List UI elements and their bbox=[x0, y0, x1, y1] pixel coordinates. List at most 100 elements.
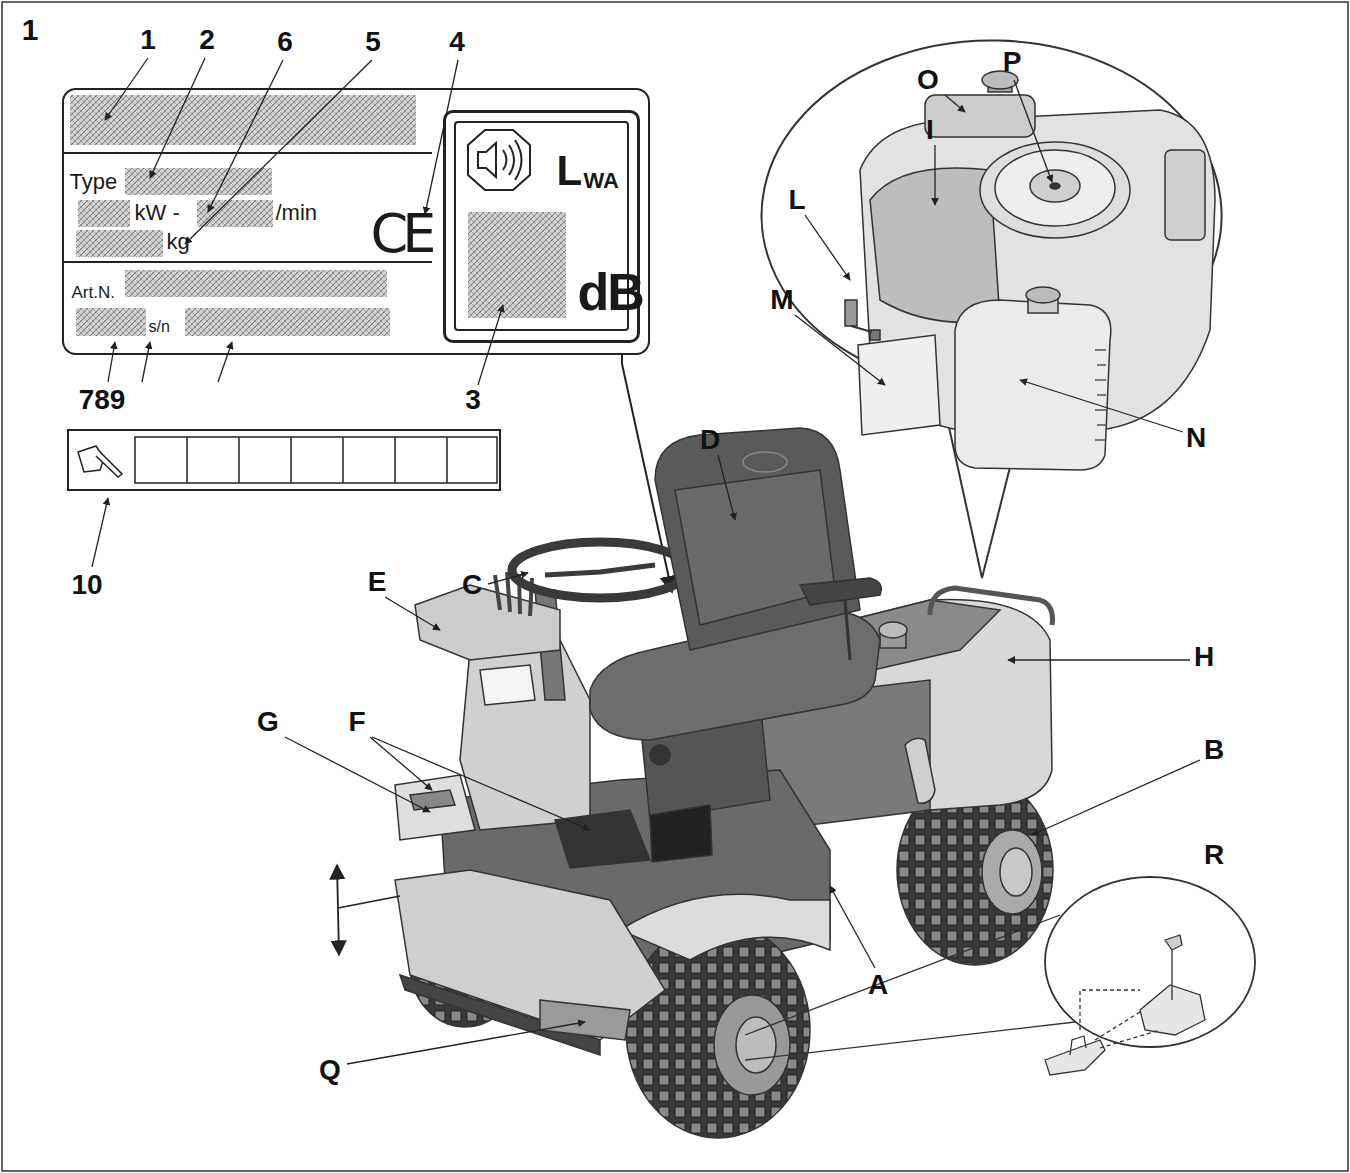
accessory-holder bbox=[395, 775, 475, 840]
connector bbox=[845, 300, 857, 326]
armrest-support bbox=[845, 600, 850, 660]
part-letter: B bbox=[1204, 736, 1224, 764]
part-letter: D bbox=[700, 426, 720, 454]
adjust-arrow bbox=[337, 865, 339, 955]
placeholder-field bbox=[197, 200, 273, 227]
part-letter: G bbox=[257, 708, 279, 736]
detail-lines bbox=[745, 915, 1075, 1060]
field-label: Art.N. bbox=[72, 284, 115, 301]
callout-number: 2 bbox=[199, 26, 215, 54]
leader-line bbox=[92, 498, 108, 567]
leader-line bbox=[805, 215, 850, 280]
signature-box bbox=[68, 430, 500, 490]
part-letter: O bbox=[917, 66, 939, 94]
signature-cells bbox=[135, 437, 497, 483]
battery bbox=[858, 335, 940, 435]
front-wheel bbox=[626, 922, 810, 1138]
field-label: Type bbox=[70, 171, 118, 193]
level-marks bbox=[1095, 350, 1106, 440]
air-filter bbox=[980, 142, 1130, 238]
leader-line bbox=[488, 573, 528, 584]
plate-leaders bbox=[92, 58, 672, 592]
signature-frame bbox=[68, 430, 500, 490]
mower-illustration bbox=[395, 428, 1053, 1138]
leader-line bbox=[934, 145, 935, 205]
battery-cable bbox=[851, 326, 872, 332]
seat-cover bbox=[650, 805, 712, 862]
bottle-cap bbox=[1026, 287, 1060, 303]
wheel-hub-center bbox=[1000, 848, 1032, 896]
placeholder-field bbox=[76, 230, 163, 257]
filter-ring bbox=[995, 150, 1115, 226]
hitch-pin bbox=[1165, 935, 1182, 1000]
rating-plate: TypekW -/minkgArt.N.s/nCELWAdB bbox=[62, 88, 650, 355]
leader-line bbox=[1020, 380, 1183, 432]
detail-circle bbox=[1045, 877, 1255, 1047]
seat-logo bbox=[743, 452, 787, 472]
leader-line bbox=[218, 342, 232, 382]
part-letter: P bbox=[1003, 48, 1022, 76]
armrest bbox=[800, 578, 881, 605]
wheel-spoke bbox=[545, 565, 655, 575]
speaker-icon bbox=[478, 143, 496, 177]
leader-line bbox=[1032, 760, 1200, 835]
front-fender bbox=[620, 894, 830, 960]
ce-mark: CE bbox=[371, 207, 431, 261]
separator-line bbox=[62, 261, 432, 263]
figure-number: 1 bbox=[22, 15, 39, 45]
placeholder-field bbox=[76, 308, 146, 336]
wheel-hub bbox=[714, 995, 790, 1095]
steering-wheel bbox=[512, 542, 688, 598]
callout-number: 1 bbox=[140, 26, 156, 54]
leader-line bbox=[347, 1022, 585, 1064]
part-letter: I bbox=[926, 116, 934, 144]
leader-line bbox=[718, 455, 735, 520]
callout-number: 789 bbox=[79, 386, 126, 414]
callout-number: 3 bbox=[465, 386, 481, 414]
unit-label: kW - bbox=[135, 202, 180, 224]
part-letter: L bbox=[788, 186, 805, 214]
part-letter: F bbox=[348, 708, 365, 736]
part-letter: Q bbox=[319, 1056, 341, 1084]
noise-unit: dB bbox=[578, 266, 643, 318]
leader-line bbox=[108, 342, 115, 382]
adjust-line bbox=[338, 896, 400, 908]
floor-mat bbox=[555, 810, 650, 868]
placeholder-field bbox=[185, 308, 390, 336]
hitch-detail bbox=[745, 877, 1255, 1075]
part-leaders bbox=[285, 80, 1200, 1064]
sound-waves bbox=[503, 140, 522, 180]
leader-line bbox=[372, 737, 590, 830]
leader-line bbox=[795, 315, 885, 385]
fuel-cap bbox=[879, 622, 907, 638]
placeholder-field bbox=[125, 270, 387, 297]
placeholder-field bbox=[70, 95, 416, 145]
cell-dividers bbox=[187, 437, 447, 483]
field-label: s/n bbox=[149, 319, 170, 335]
wheel-hub bbox=[982, 830, 1042, 914]
hitch-plate bbox=[1045, 1040, 1105, 1075]
assembly-lines bbox=[1080, 990, 1160, 1048]
callout-number: 5 bbox=[365, 28, 381, 56]
plate-internals bbox=[62, 95, 628, 336]
leader-line bbox=[1014, 80, 1052, 182]
hitch-slot bbox=[1070, 1036, 1086, 1055]
noise-label: LWA dB bbox=[443, 110, 640, 343]
unit-label: kg bbox=[167, 231, 190, 253]
part-letter: A bbox=[868, 971, 888, 999]
noise-subscript: WA bbox=[584, 170, 619, 192]
front-bumper bbox=[395, 870, 665, 1040]
fuel-tank bbox=[925, 95, 1035, 137]
seat-knob bbox=[650, 745, 670, 765]
noise-symbol: L bbox=[557, 150, 583, 192]
leader-line bbox=[142, 342, 150, 382]
engine-side-part bbox=[1165, 150, 1205, 240]
leader-line bbox=[478, 305, 503, 385]
leader-line bbox=[285, 737, 430, 812]
dash-window bbox=[480, 665, 535, 705]
leader-line bbox=[1008, 659, 1190, 660]
part-letter: E bbox=[368, 568, 387, 596]
